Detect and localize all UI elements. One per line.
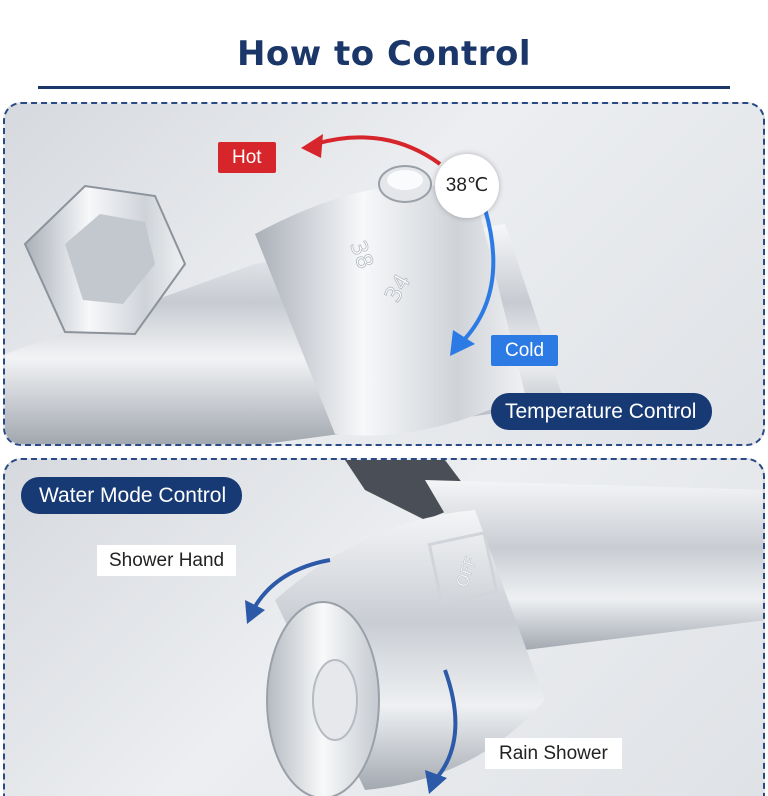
temperature-valve-illustration: 38 34 bbox=[5, 134, 565, 444]
off-mark-box bbox=[427, 531, 499, 605]
cold-label: Cold bbox=[491, 335, 559, 366]
mode-valve-illustration: OFF bbox=[245, 460, 763, 796]
hot-arrow-head bbox=[301, 134, 323, 158]
rain-shower-arrow bbox=[433, 669, 458, 782]
shower-hand-label: Shower Hand bbox=[97, 545, 237, 576]
water-mode-control-label: Water Mode Control bbox=[21, 477, 243, 514]
hot-arrow bbox=[314, 135, 442, 166]
title-underline bbox=[38, 86, 730, 89]
shower-hand-arrow bbox=[251, 558, 331, 611]
temperature-value-badge: 38℃ bbox=[435, 154, 499, 218]
temperature-control-panel: 38 34 Hot 38℃ Cold Temperature Control bbox=[3, 102, 765, 446]
page-title: How to Control bbox=[236, 34, 532, 74]
water-mode-control-panel: OFF Water Mode Control Shower Hand Rain … bbox=[3, 458, 765, 796]
shower-hand-arrow-head bbox=[245, 600, 265, 624]
temperature-control-label: Temperature Control bbox=[491, 393, 713, 430]
rain-shower-label: Rain Shower bbox=[485, 738, 622, 769]
cold-arrow bbox=[458, 208, 496, 346]
hot-label: Hot bbox=[218, 142, 276, 173]
rain-shower-arrow-head bbox=[425, 770, 447, 794]
cold-arrow-head bbox=[450, 330, 475, 356]
